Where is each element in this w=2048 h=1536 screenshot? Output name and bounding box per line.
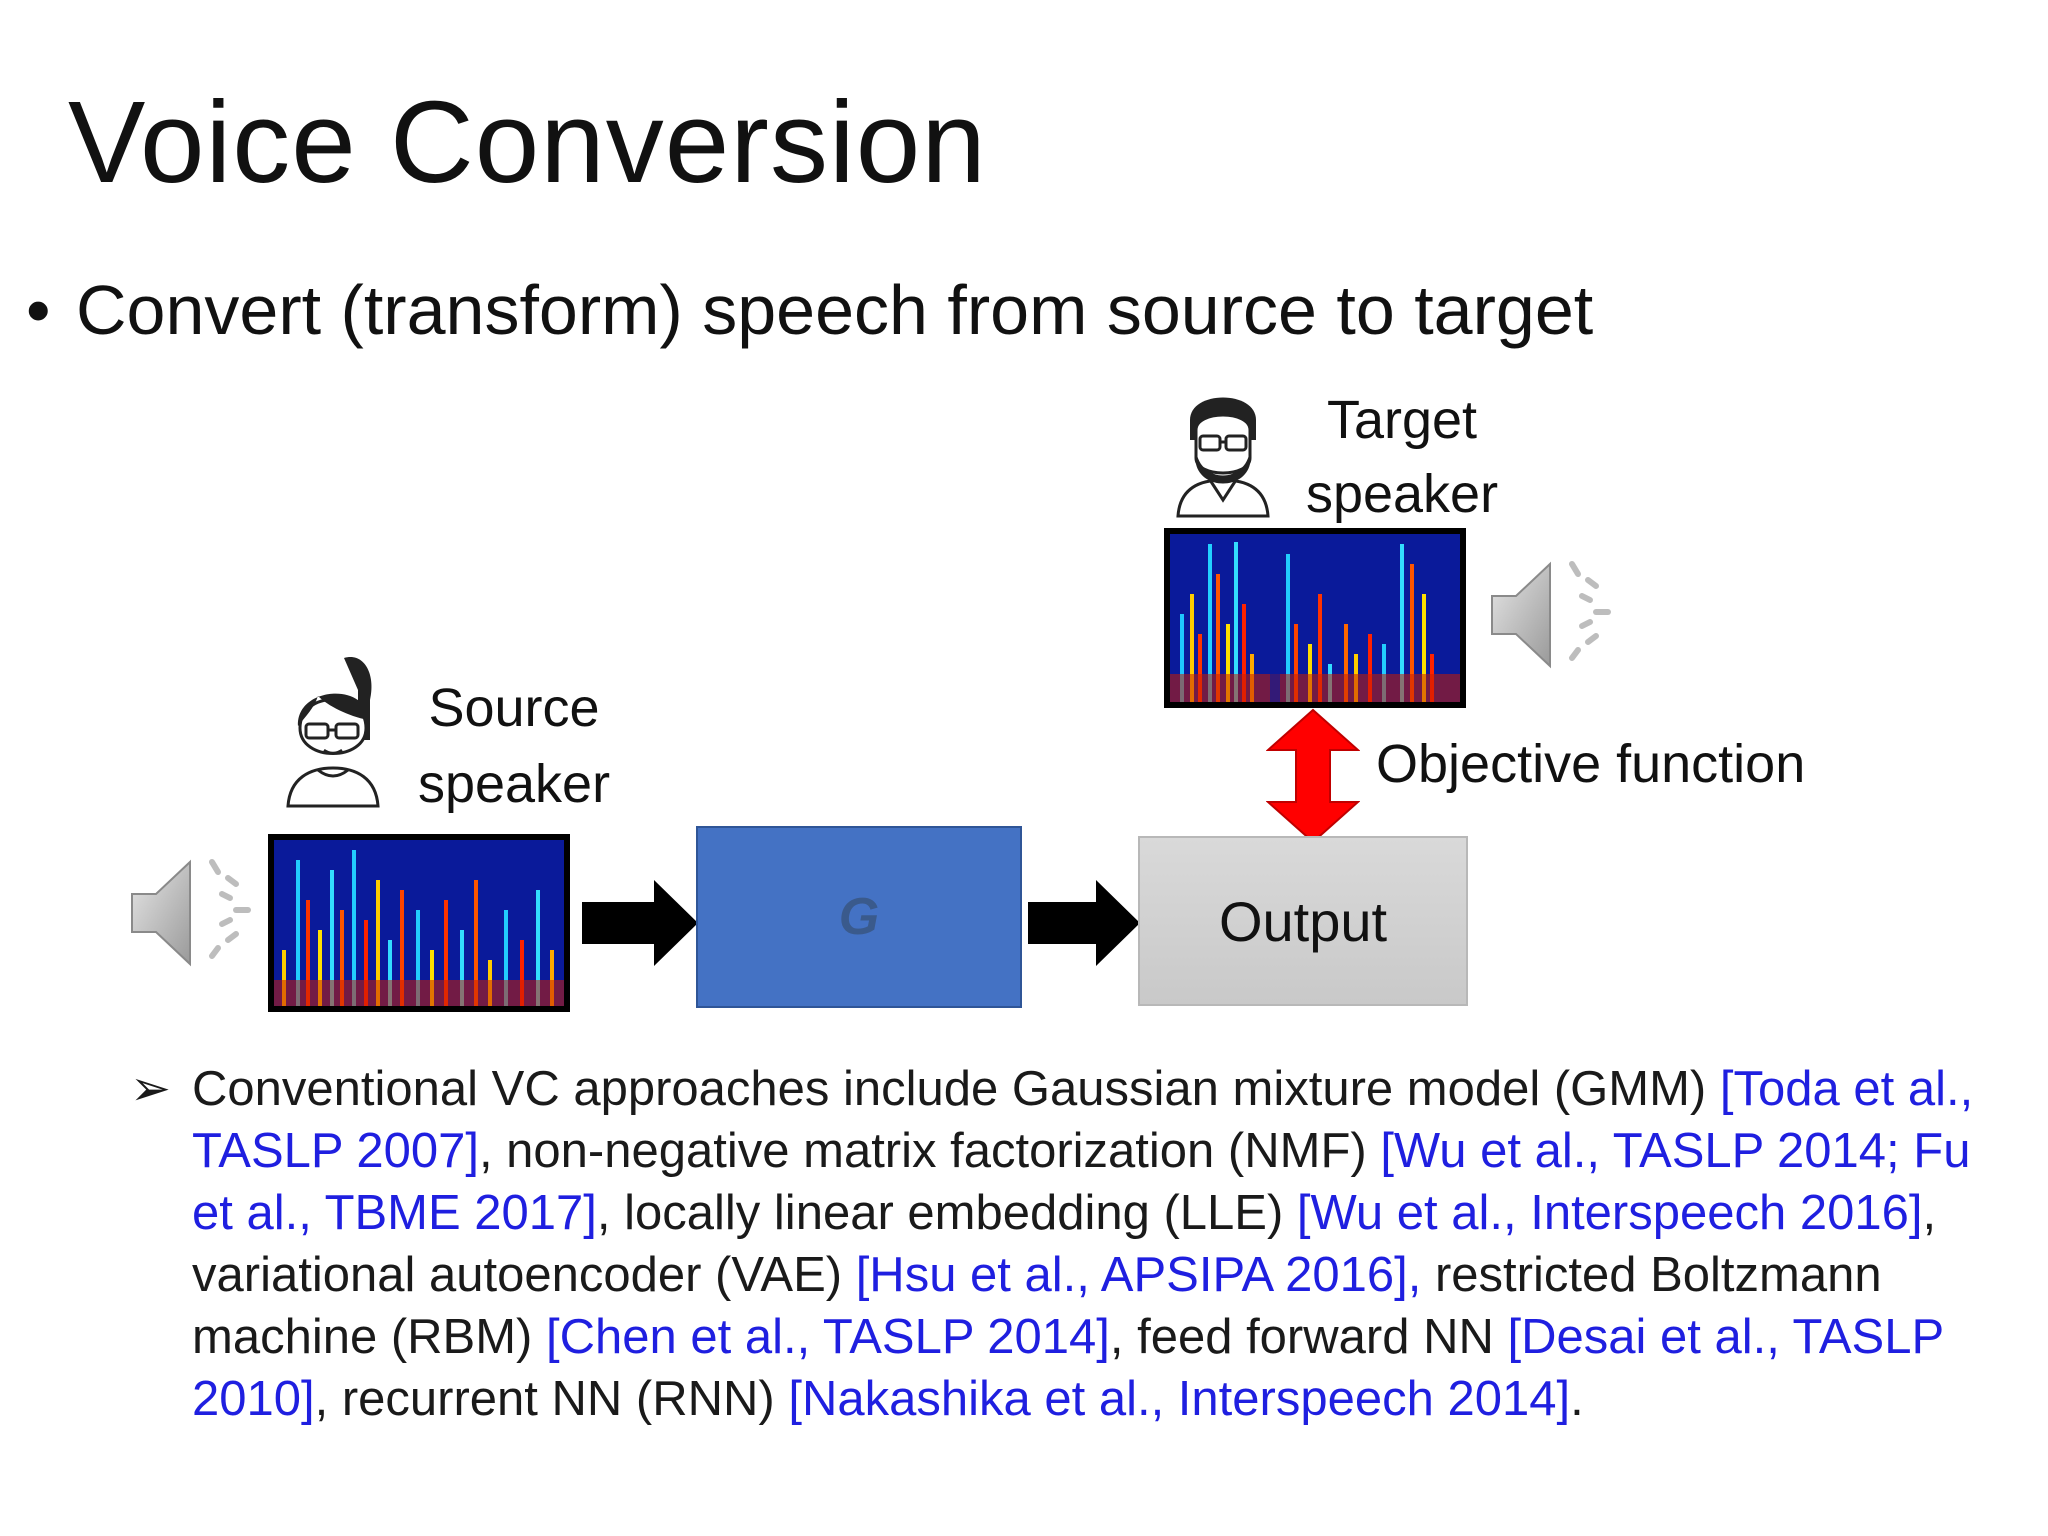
text-segment: Conventional VC approaches include Gauss… (192, 1062, 1720, 1116)
citation-link[interactable]: [Wu et al., TASLP 2014; Fu et al., TBME … (192, 1124, 1971, 1240)
bullet-dot: • (26, 271, 51, 349)
generator-box: G (696, 826, 1022, 1008)
text-segment: , locally linear embedding (LLE) (596, 1186, 1297, 1240)
text-segment: restricted Boltzmann machine (RBM) (192, 1248, 1882, 1364)
source-spectrogram (268, 834, 570, 1012)
objective-function-label: Objective function (1376, 734, 1806, 794)
citation-link[interactable]: [Toda et al., TASLP 2007] (192, 1062, 1974, 1178)
target-speaker-sound-icon[interactable] (1484, 550, 1624, 680)
approaches-text: Conventional VC approaches include Gauss… (192, 1058, 2010, 1430)
text-segment: , non-negative matrix factorization (NMF… (478, 1124, 1381, 1178)
male-avatar-icon (1170, 380, 1276, 520)
target-speaker-label-line1: Target (1326, 390, 1478, 450)
text-segment: , recurrent NN (RNN) (314, 1372, 789, 1426)
input-arrow (580, 878, 700, 968)
target-spectrogram (1164, 528, 1466, 708)
output-arrow (1026, 878, 1142, 968)
citation-link[interactable]: [Desai et al., TASLP 2010] (192, 1310, 1944, 1426)
source-speaker-sound-icon[interactable] (124, 848, 264, 978)
objective-double-arrow (1265, 708, 1361, 844)
source-speaker-label-line1: Source (428, 678, 600, 738)
text-segment: , variational autoencoder (VAE) (192, 1186, 1937, 1302)
output-label: Output (1218, 889, 1388, 953)
citation-link[interactable]: [Wu et al., Interspeech 2016] (1296, 1186, 1923, 1240)
female-avatar-icon (278, 650, 388, 810)
approaches-subbullet: ➢ Conventional VC approaches include Gau… (130, 1058, 2010, 1430)
citation-link[interactable]: [Chen et al., TASLP 2014] (545, 1310, 1110, 1364)
generator-label: G (838, 888, 880, 946)
main-bullet: • Convert (transform) speech from source … (26, 268, 1593, 352)
main-bullet-text: Convert (transform) speech from source t… (76, 271, 1594, 349)
subbullet-arrow-icon: ➢ (130, 1062, 172, 1116)
source-speaker-label-line2: speaker (417, 754, 611, 814)
target-speaker-label-line2: speaker (1305, 464, 1499, 524)
text-segment: . (1570, 1372, 1584, 1426)
output-box: Output (1138, 836, 1468, 1006)
page-title: Voice Conversion (68, 77, 987, 207)
citation-link[interactable]: [Hsu et al., APSIPA 2016], (855, 1248, 1435, 1302)
text-segment: , feed forward NN (1109, 1310, 1508, 1364)
citation-link[interactable]: [Nakashika et al., Interspeech 2014] (788, 1372, 1571, 1426)
